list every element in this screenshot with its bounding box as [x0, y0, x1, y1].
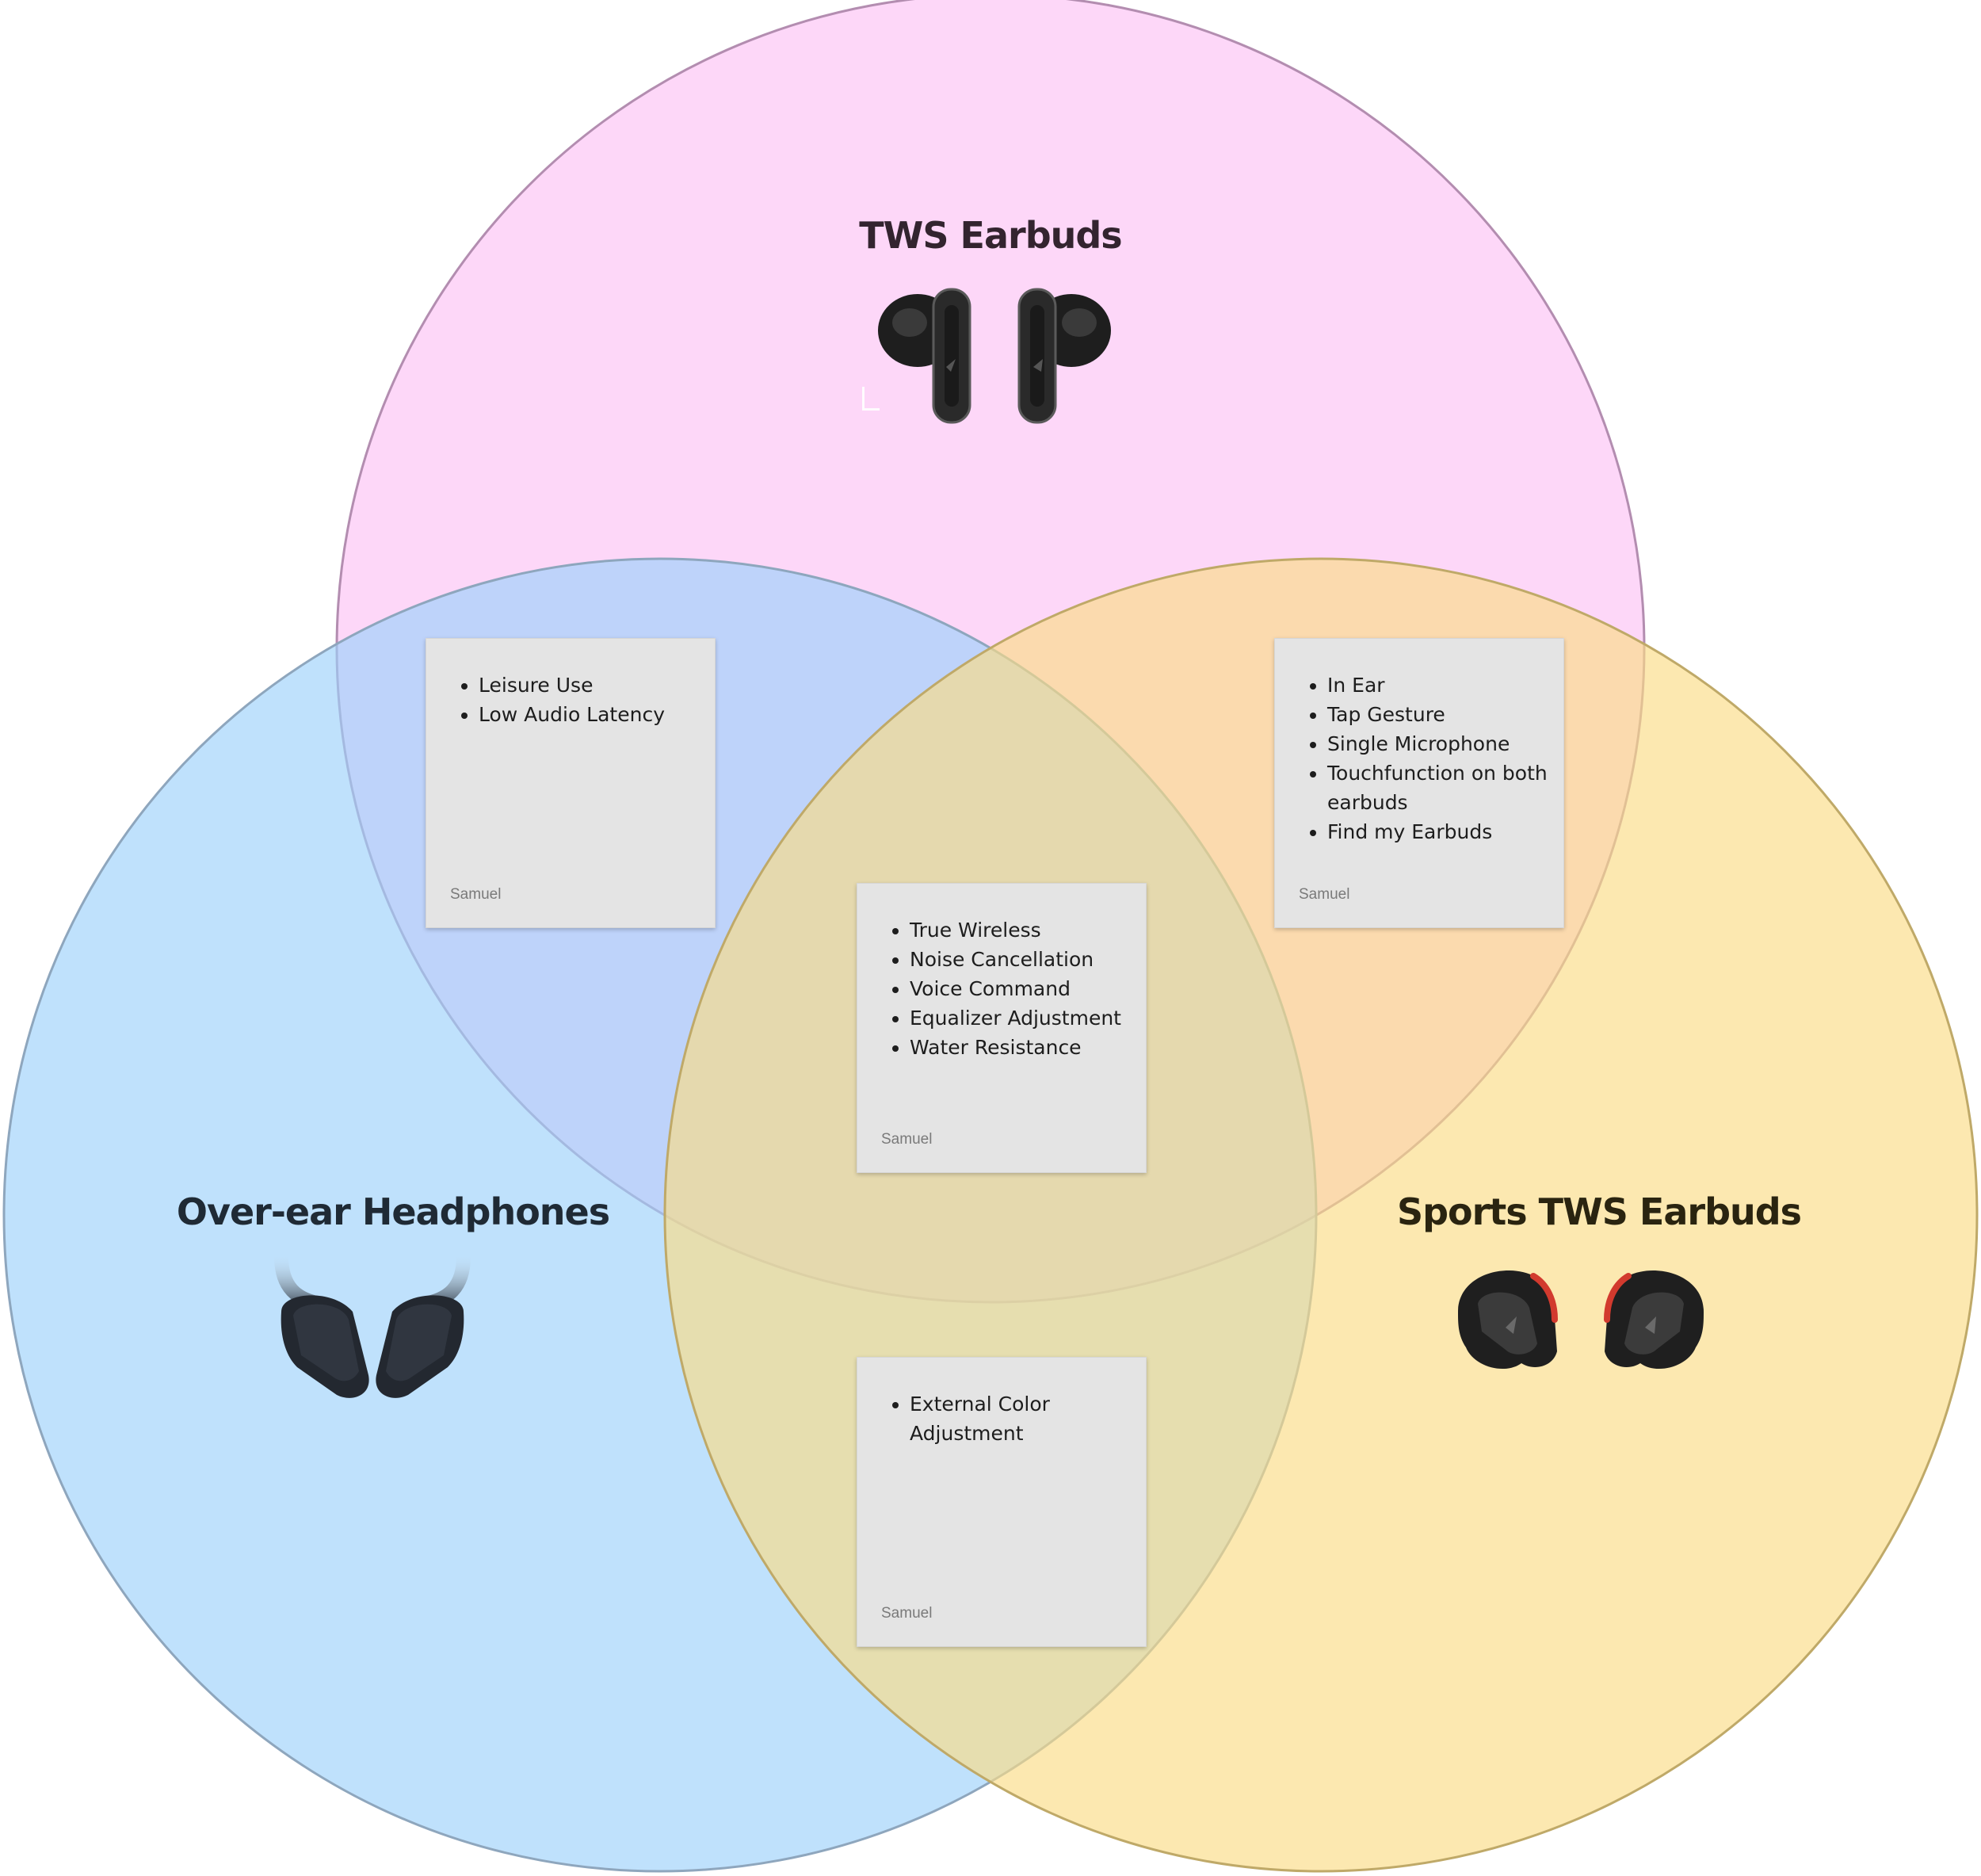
note-item: Water Resistance	[910, 1033, 1130, 1062]
right-sport-earbud-icon	[1604, 1270, 1704, 1370]
note-item: Find my Earbuds	[1327, 817, 1548, 846]
note-author: Samuel	[450, 886, 502, 903]
note-item: Single Microphone	[1327, 729, 1548, 758]
note-overear-sports-overlap[interactable]: External Color Adjustment Samuel	[857, 1357, 1147, 1647]
note-item: External Color Adjustment	[910, 1389, 1130, 1448]
note-tws-overear-overlap[interactable]: Leisure Use Low Audio Latency Samuel	[426, 638, 716, 928]
selection-corner-icon	[862, 387, 880, 411]
note-author: Samuel	[881, 1131, 933, 1148]
set-title-tws-earbuds: TWS Earbuds	[859, 214, 1122, 257]
note-item: Noise Cancellation	[910, 945, 1130, 974]
sports-tws-earbuds-image[interactable]	[1450, 1256, 1712, 1383]
note-item: Low Audio Latency	[479, 700, 699, 729]
set-title-over-ear-headphones: Over-ear Headphones	[176, 1190, 610, 1233]
note-item: In Ear	[1327, 671, 1548, 700]
note-item: Voice Command	[910, 974, 1130, 1003]
note-author: Samuel	[1299, 886, 1350, 903]
note-item: Equalizer Adjustment	[910, 1003, 1130, 1033]
left-earbud-icon	[878, 288, 971, 424]
note-list: Leisure Use Low Audio Latency	[426, 639, 715, 729]
note-author: Samuel	[881, 1605, 933, 1622]
tws-earbuds-image[interactable]	[864, 273, 1125, 432]
note-item: True Wireless	[910, 915, 1130, 945]
note-list: In Ear Tap Gesture Single Microphone Tou…	[1275, 639, 1563, 846]
note-tws-sports-overlap[interactable]: In Ear Tap Gesture Single Microphone Tou…	[1274, 638, 1564, 928]
note-item: Touchfunction on both earbuds	[1327, 758, 1548, 817]
note-all-three-overlap[interactable]: True Wireless Noise Cancellation Voice C…	[857, 883, 1147, 1173]
right-earcup-icon	[376, 1295, 464, 1398]
note-list: True Wireless Noise Cancellation Voice C…	[857, 884, 1146, 1062]
over-ear-headphones-image[interactable]	[265, 1256, 479, 1415]
left-earcup-icon	[281, 1295, 369, 1398]
right-earbud-icon	[1017, 288, 1111, 424]
note-list: External Color Adjustment	[857, 1358, 1146, 1448]
note-item: Leisure Use	[479, 671, 699, 700]
left-sport-earbud-icon	[1458, 1270, 1558, 1370]
note-item: Tap Gesture	[1327, 700, 1548, 729]
set-title-sports-tws-earbuds: Sports TWS Earbuds	[1396, 1190, 1802, 1233]
